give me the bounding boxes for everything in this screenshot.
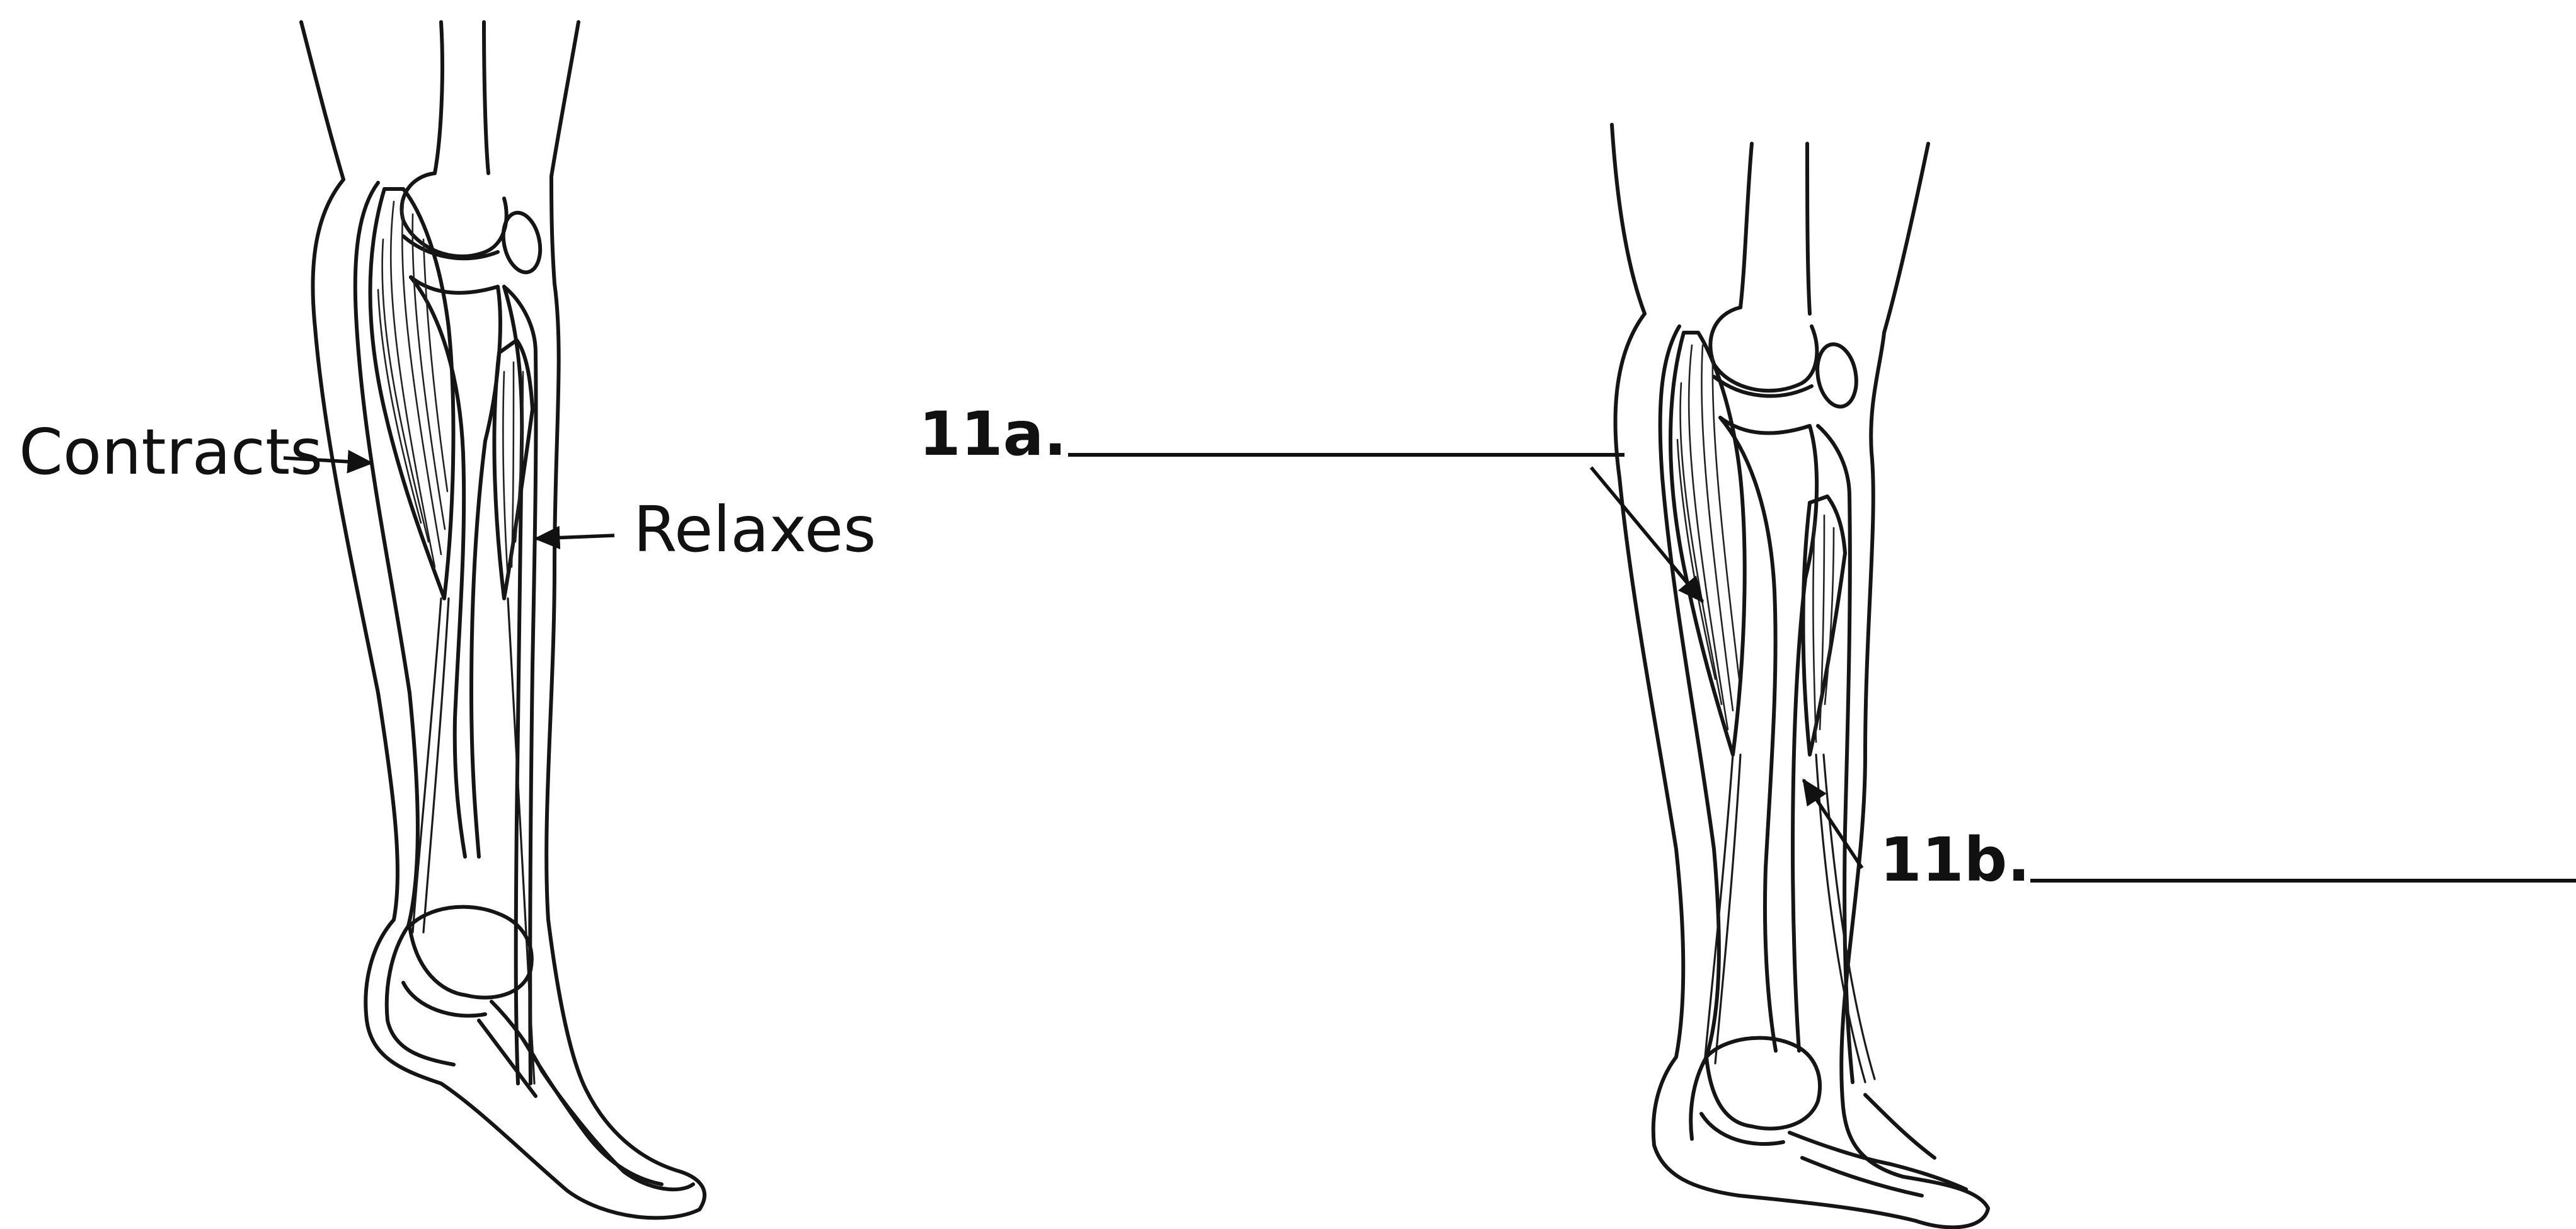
- contracts-label: Contracts: [19, 415, 323, 489]
- relaxes-arrow: [536, 535, 614, 539]
- left-leg-illustration: [301, 22, 704, 1218]
- arrow-11a: [1591, 467, 1703, 602]
- question-11b-label: 11b.: [1880, 825, 2030, 895]
- right-leg-illustration: [1612, 125, 1988, 1227]
- relaxes-label: Relaxes: [633, 493, 876, 566]
- question-11a-label: 11a.: [919, 399, 1067, 469]
